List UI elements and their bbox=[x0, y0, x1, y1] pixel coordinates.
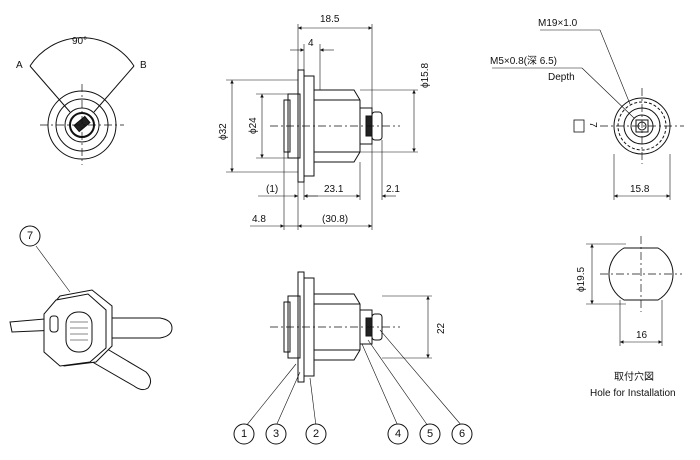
installation-hole bbox=[608, 247, 674, 301]
callout-2-label: 2 bbox=[313, 428, 319, 440]
dim-18-5: 18.5 bbox=[320, 14, 340, 25]
dim-23-1: 23.1 bbox=[324, 184, 344, 195]
callout-6-label: 6 bbox=[459, 428, 465, 440]
callout-5-label: 5 bbox=[427, 428, 433, 440]
dim-7: 7 bbox=[587, 122, 598, 128]
angle-label: 90° bbox=[72, 36, 87, 47]
callout-7-label: 7 bbox=[27, 230, 33, 242]
label-a: A bbox=[16, 60, 23, 71]
dim-2-1: 2.1 bbox=[386, 184, 400, 195]
hole-view bbox=[586, 236, 682, 346]
dim-phi19-5: ϕ19.5 bbox=[576, 266, 587, 292]
dim-15-8: 15.8 bbox=[630, 184, 650, 195]
part-callouts: 1 3 2 4 5 6 bbox=[233, 423, 473, 445]
callout-7: 7 bbox=[19, 225, 41, 247]
angle-arc bbox=[29, 37, 135, 67]
end-view bbox=[492, 29, 684, 200]
dim-phi24: ϕ24 bbox=[248, 117, 259, 134]
dim-phi32: ϕ32 bbox=[218, 123, 229, 140]
side-view bbox=[226, 24, 418, 230]
thread-main: M19×1.0 bbox=[538, 18, 578, 29]
key-shank-back bbox=[99, 317, 173, 339]
dim-22: 22 bbox=[436, 322, 447, 334]
callout-4-label: 4 bbox=[395, 428, 401, 440]
callout-3: 3 bbox=[265, 423, 287, 445]
callout-1-label: 1 bbox=[241, 428, 247, 440]
assembly-view bbox=[245, 271, 463, 427]
caption-jp: 取付穴図 bbox=[614, 370, 654, 383]
front-view bbox=[29, 37, 135, 165]
dim-30-8: (30.8) bbox=[322, 214, 348, 225]
dim-4: 4 bbox=[308, 38, 314, 49]
callout-2: 2 bbox=[305, 423, 327, 445]
callout-5: 5 bbox=[419, 423, 441, 445]
depth-label: Depth bbox=[548, 72, 575, 83]
callout-1: 1 bbox=[233, 423, 255, 445]
dim-1: (1) bbox=[266, 184, 278, 195]
callout-4: 4 bbox=[387, 423, 409, 445]
thread-screw: M5×0.8(深 6.5) bbox=[490, 55, 557, 67]
keys-illustration bbox=[9, 245, 173, 391]
caption-en: Hole for Installation bbox=[590, 388, 676, 399]
callout-6: 6 bbox=[451, 423, 473, 445]
dim-16: 16 bbox=[636, 330, 648, 341]
dim-4-8: 4.8 bbox=[252, 214, 266, 225]
callout-3-label: 3 bbox=[273, 428, 279, 440]
label-b: B bbox=[140, 60, 147, 71]
dim-phi15-8: ϕ15.8 bbox=[420, 62, 431, 88]
